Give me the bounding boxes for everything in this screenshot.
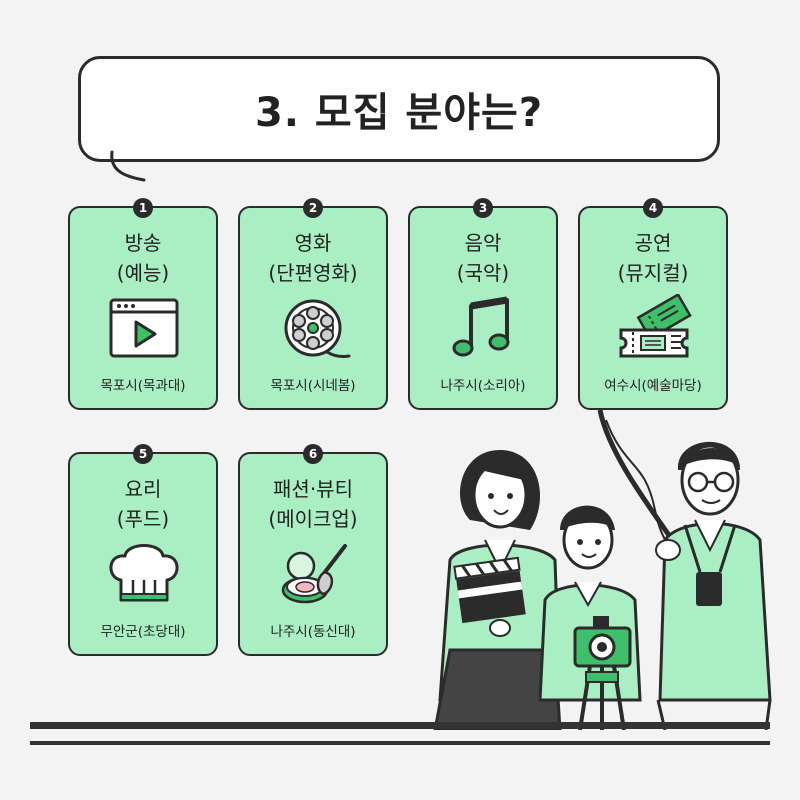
- card-film[interactable]: 2 영화(단편영화) 목포시(시네봄): [238, 198, 388, 410]
- card-location: 목포시(목과대): [100, 378, 186, 394]
- students-illustration: [433, 409, 772, 730]
- page-title: 3. 모집 분야는?: [254, 90, 544, 136]
- card-location: 나주시(소리아): [440, 378, 526, 394]
- card-location: 목포시(시네봄): [270, 378, 356, 394]
- card-title: 패션·뷰티(메이크업): [268, 477, 358, 531]
- card-broadcast[interactable]: 1 방송(예능) 목포시(목과대): [68, 198, 218, 410]
- card-number-badge: 4: [643, 198, 663, 218]
- compact-brush-icon: [281, 544, 347, 604]
- card-title: 방송(예능): [116, 231, 170, 285]
- chef-hat-icon: [109, 544, 179, 602]
- card-music[interactable]: 3 음악(국악) 나주시(소리아): [408, 198, 558, 410]
- film-reel-icon: [284, 299, 351, 358]
- card-number-badge: 6: [303, 444, 323, 464]
- card-title: 음악(국악): [456, 231, 510, 285]
- floor-line-top: [30, 722, 770, 729]
- title-bubble: 3. 모집 분야는?: [78, 56, 720, 162]
- card-title: 요리(푸드): [116, 477, 170, 531]
- student-boy-with-camera: [538, 505, 642, 730]
- speech-bubble-tail: [110, 150, 146, 182]
- card-number-badge: 1: [133, 198, 153, 218]
- card-location: 무안군(초당대): [100, 624, 186, 640]
- card-number-badge: 5: [133, 444, 153, 464]
- card-location: 나주시(동신대): [270, 624, 356, 640]
- floor-line-bottom: [30, 741, 770, 745]
- video-player-icon: [109, 298, 179, 358]
- card-fashion-beauty[interactable]: 6 패션·뷰티(메이크업) 나주시(동신대): [238, 444, 388, 656]
- student-boy-with-boom-mic: [655, 441, 772, 730]
- card-location: 여수시(예술마당): [604, 378, 702, 394]
- card-number-badge: 3: [473, 198, 493, 218]
- card-cooking[interactable]: 5 요리(푸드) 무안군(초당대): [68, 444, 218, 656]
- music-note-icon: [452, 296, 510, 357]
- card-title: 영화(단편영화): [268, 231, 358, 285]
- ticket-icon: [619, 294, 692, 358]
- card-title: 공연(뮤지컬): [617, 231, 689, 285]
- card-number-badge: 2: [303, 198, 323, 218]
- card-performance[interactable]: 4 공연(뮤지컬) 여수시(예술마당): [578, 198, 728, 410]
